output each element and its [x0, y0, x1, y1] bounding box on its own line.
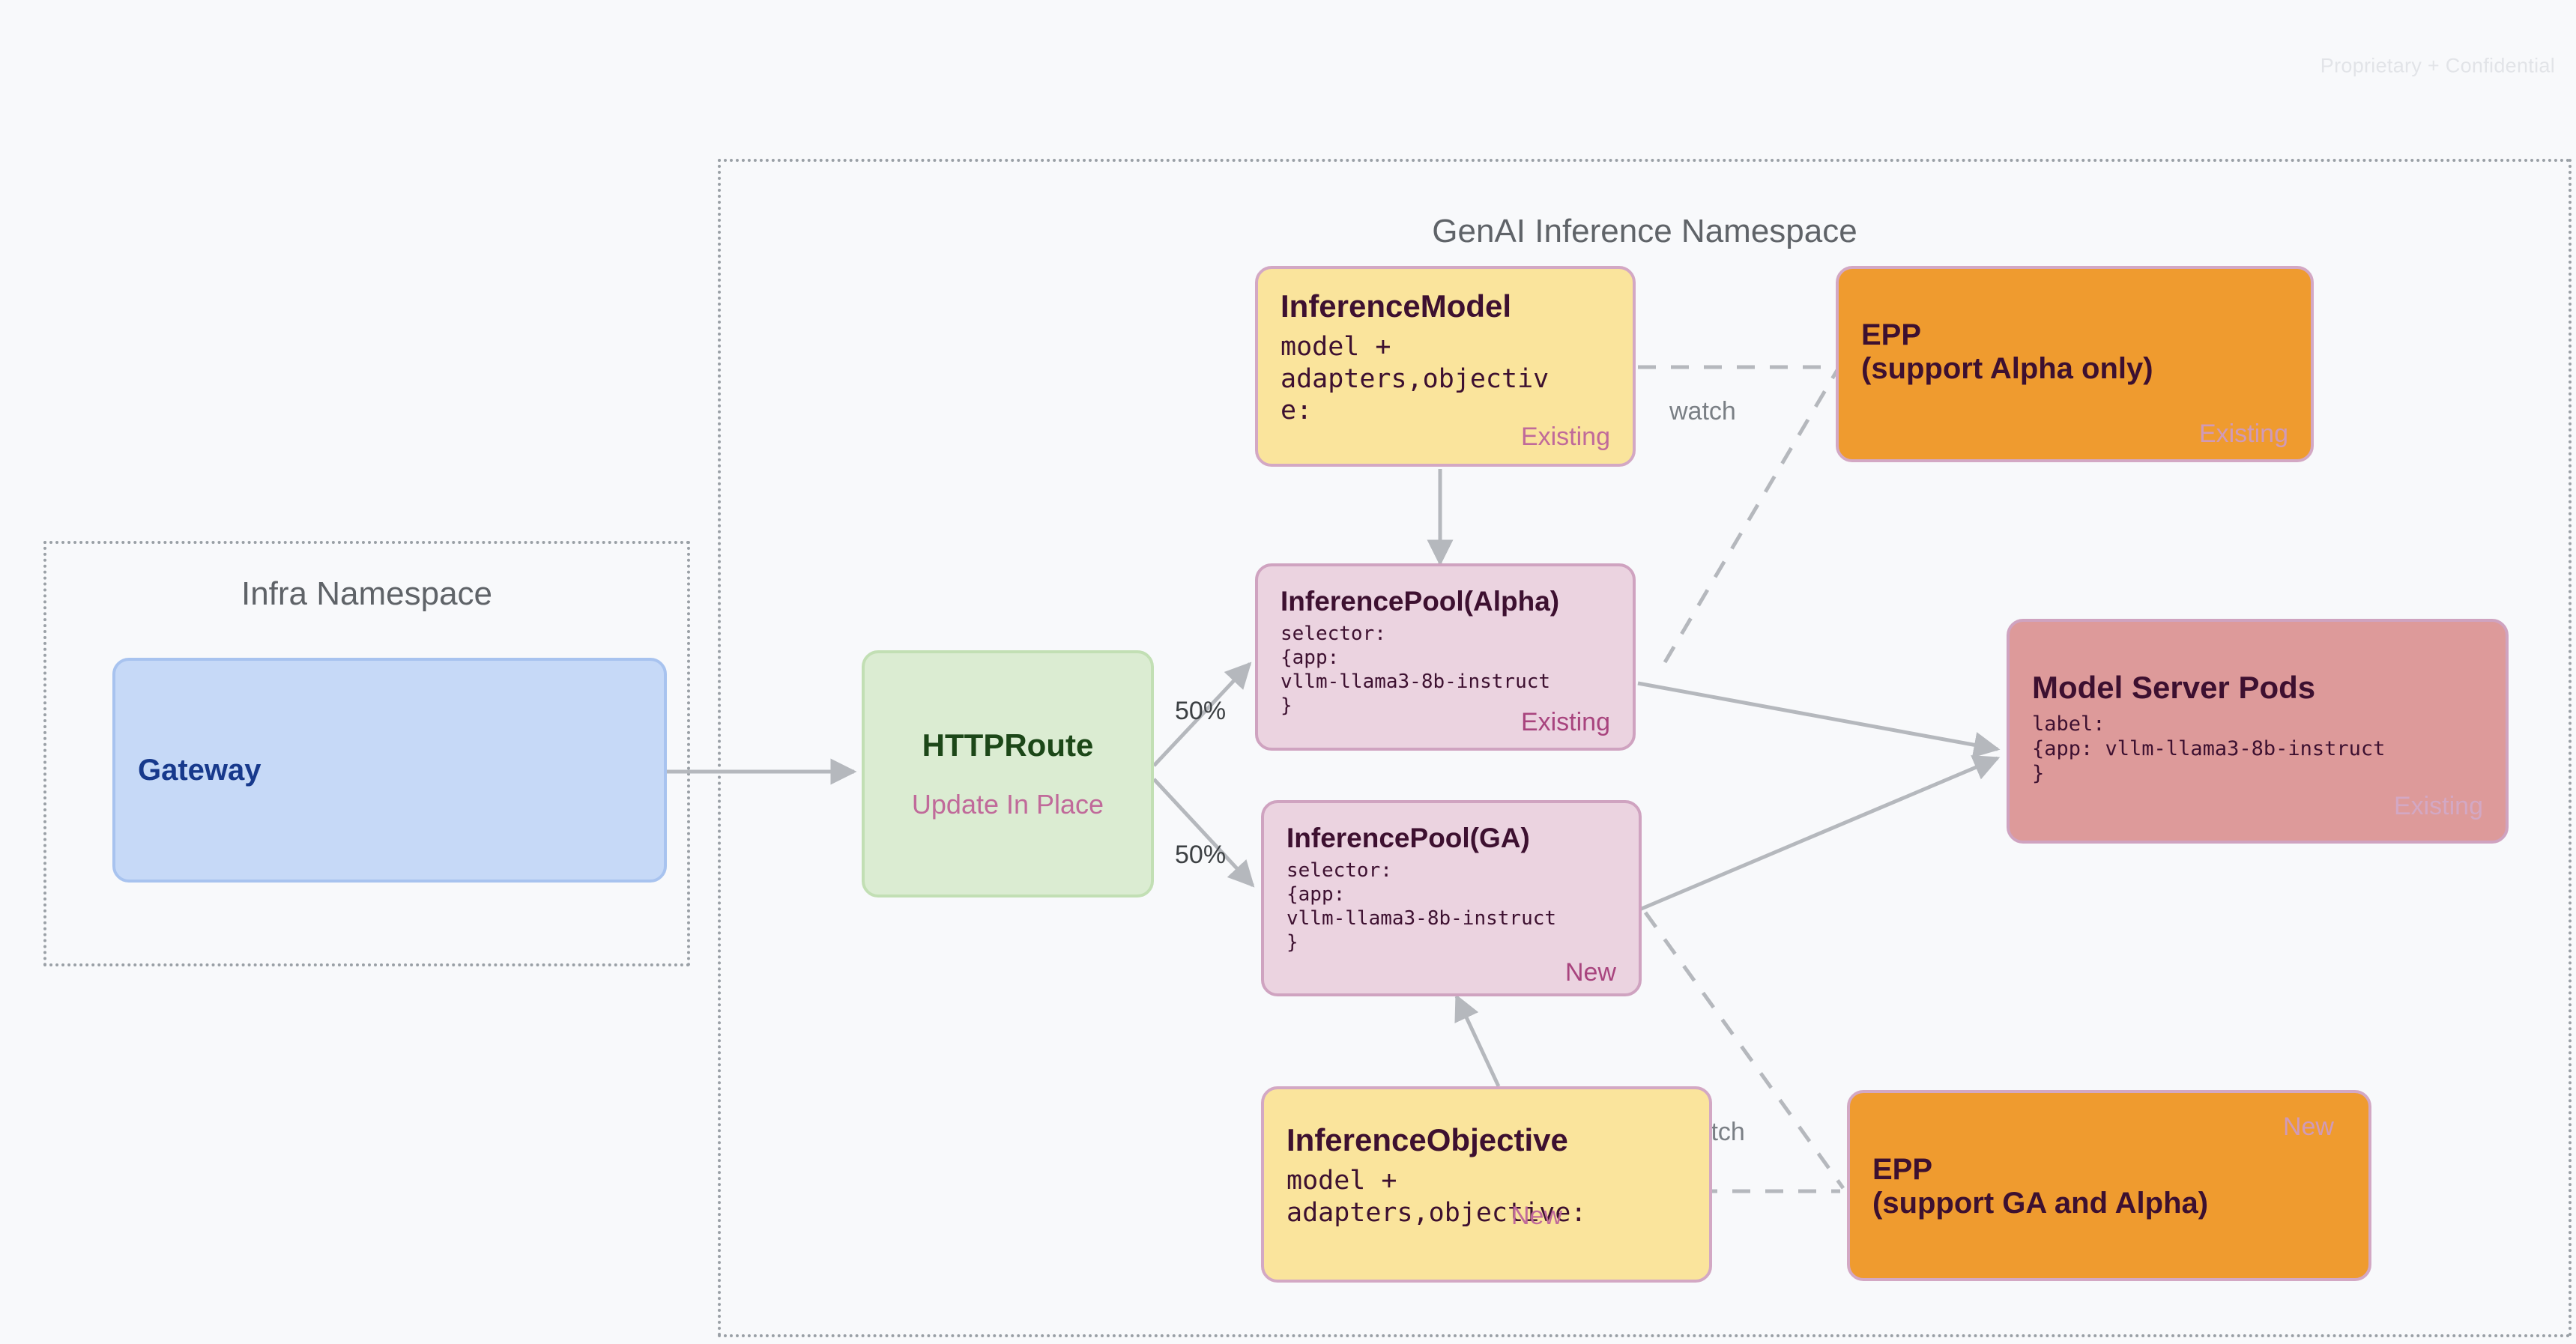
node-inference-pool-ga[interactable]: InferencePool(GA) selector: {app: vllm-l…: [1261, 800, 1642, 996]
epp-ga-badge: New: [2282, 1113, 2334, 1141]
node-epp-ga[interactable]: EPP (support GA and Alpha) New: [1847, 1090, 2371, 1281]
epp-ga-title-line2: (support GA and Alpha): [1872, 1186, 2209, 1220]
node-inference-model[interactable]: InferenceModel model + adapters,objectiv…: [1255, 266, 1636, 467]
epp-ga-title-line1: EPP: [1872, 1153, 1933, 1186]
confidential-notice: Proprietary + Confidential: [2320, 54, 2555, 77]
edge-label-split-alpha: 50%: [1175, 697, 1227, 725]
model-server-pods-title: Model Server Pods: [2032, 670, 2316, 705]
inference-pool-alpha-body: selector: {app: vllm-llama3-8b-instruct …: [1281, 623, 1551, 717]
genai-namespace-container: GenAI Inference Namespace: [718, 159, 2572, 1337]
node-epp-alpha[interactable]: EPP (support Alpha only) Existing: [1836, 266, 2314, 462]
node-inference-objective[interactable]: InferenceObjective model + adapters,obje…: [1261, 1086, 1712, 1283]
inference-objective-body: model + adapters,objective:: [1287, 1166, 1587, 1228]
inference-pool-ga-title: InferencePool(GA): [1287, 823, 1530, 853]
edge-label-split-ga: 50%: [1175, 841, 1227, 869]
epp-alpha-badge: Existing: [2198, 420, 2288, 448]
inference-pool-ga-badge: New: [1564, 958, 1616, 987]
epp-alpha-title-line2: (support Alpha only): [1861, 351, 2153, 385]
inference-model-body: model + adapters,objectiv e:: [1281, 332, 1549, 426]
httproute-title: HTTPRoute: [922, 727, 1094, 763]
infra-namespace-title: Infra Namespace: [241, 575, 493, 612]
inference-model-title: InferenceModel: [1281, 288, 1512, 324]
inference-pool-ga-body: selector: {app: vllm-llama3-8b-instruct …: [1287, 859, 1557, 954]
gateway-title: Gateway: [138, 753, 261, 787]
node-gateway[interactable]: Gateway: [112, 658, 667, 883]
model-server-pods-body: label: {app: vllm-llama3-8b-instruct }: [2032, 712, 2386, 785]
inference-pool-alpha-title: InferencePool(Alpha): [1281, 586, 1560, 617]
node-inference-pool-alpha[interactable]: InferencePool(Alpha) selector: {app: vll…: [1255, 563, 1636, 751]
node-httproute[interactable]: HTTPRoute Update In Place: [862, 650, 1154, 897]
httproute-subtitle: Update In Place: [911, 788, 1104, 820]
inference-objective-badge: New: [1511, 1202, 1563, 1230]
epp-alpha-title-line1: EPP: [1861, 318, 1922, 351]
inference-pool-alpha-badge: Existing: [1520, 708, 1610, 736]
edge-label-watch-top: watch: [1669, 397, 1736, 426]
genai-namespace-title: GenAI Inference Namespace: [1432, 213, 1857, 249]
inference-objective-title: InferenceObjective: [1287, 1122, 1568, 1157]
model-server-pods-badge: Existing: [2393, 792, 2483, 820]
node-model-server-pods[interactable]: Model Server Pods label: {app: vllm-llam…: [2007, 619, 2509, 844]
inference-model-badge: Existing: [1520, 423, 1610, 451]
infra-namespace-container: Infra Namespace: [43, 541, 690, 966]
